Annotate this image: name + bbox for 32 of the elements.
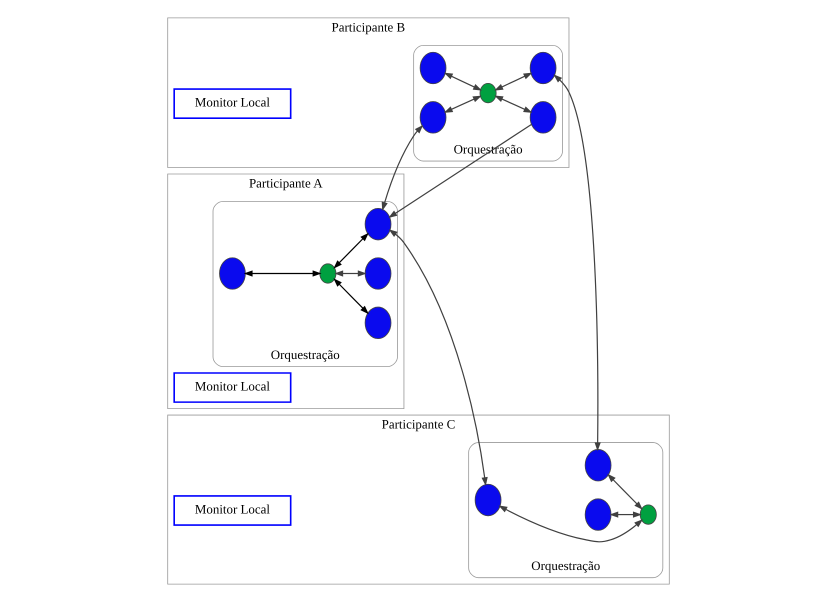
arrow [334, 270, 367, 277]
node-circle [364, 306, 392, 340]
node-circle [480, 82, 497, 104]
arrow [388, 229, 488, 486]
arrow [494, 96, 532, 113]
arrow [553, 74, 601, 452]
node-circle [319, 263, 336, 284]
node-circle [474, 484, 502, 516]
arrow [494, 72, 532, 91]
node-box: Monitor Local [173, 495, 292, 526]
node-box: Monitor Local [173, 88, 292, 119]
node-circle [364, 208, 392, 240]
arrow [382, 124, 424, 211]
node-circle [219, 257, 246, 290]
arrow [609, 511, 642, 518]
node-circle [530, 101, 556, 134]
arrow [607, 474, 643, 510]
arrow [388, 124, 532, 218]
arrow [333, 232, 369, 269]
arrow [444, 96, 482, 113]
node-circle [364, 257, 392, 290]
node-circle [530, 52, 556, 84]
node-circle [640, 504, 657, 525]
arrow [444, 72, 482, 91]
node-circle [420, 101, 446, 134]
node-circle [420, 52, 446, 84]
arrow [244, 270, 322, 277]
arrow [333, 278, 369, 314]
arrow [498, 505, 644, 542]
node-circle [584, 498, 612, 531]
node-box: Monitor Local [173, 372, 292, 403]
node-circle [584, 449, 612, 482]
